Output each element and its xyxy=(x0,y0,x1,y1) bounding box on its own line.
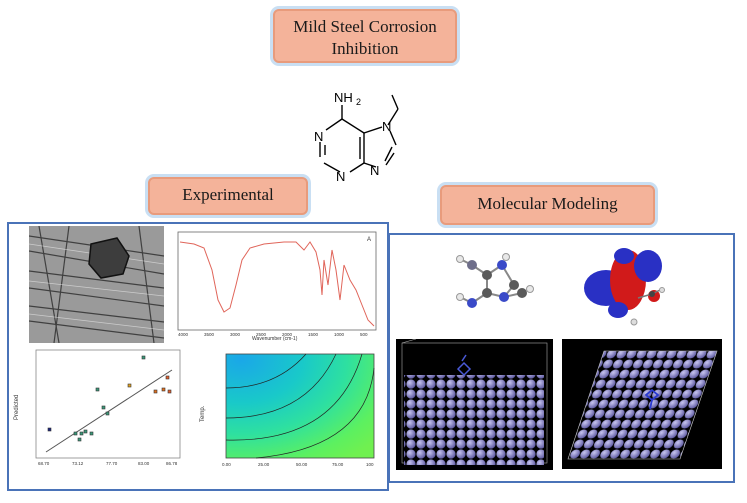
modeling-label-box: Molecular Modeling xyxy=(440,185,655,225)
ftir-tick-1: 3500 xyxy=(204,332,215,337)
parity-tick-4: 86.78 xyxy=(166,461,178,466)
ftir-tick-3: 2500 xyxy=(256,332,267,337)
atom-n1: N xyxy=(314,129,323,144)
modeling-label: Molecular Modeling xyxy=(477,194,618,213)
adsorption-side-view xyxy=(396,339,553,470)
adsorption-top-view xyxy=(562,339,722,469)
contour-tick-3: 75.00 xyxy=(332,462,344,467)
sem-micrograph xyxy=(29,226,164,343)
atom-n3: N xyxy=(336,169,345,184)
parity-tick-3: 83.00 xyxy=(138,461,150,466)
nh2-label: NH xyxy=(334,90,353,105)
orbital-visualization xyxy=(584,248,665,326)
contour-plot: Temp. 0.00 25.00 50.00 75.00 100 xyxy=(200,353,375,467)
experimental-label-box: Experimental xyxy=(148,177,308,215)
ftir-corner-label: A xyxy=(367,237,371,243)
parity-tick-1: 73.12 xyxy=(72,461,84,466)
molecule-structure: NH 2 N N N N xyxy=(314,90,399,184)
title-box: Mild Steel Corrosion Inhibition xyxy=(273,9,457,63)
parity-ylabel: Predicted xyxy=(14,395,20,420)
parity-tick-2: 77.70 xyxy=(106,461,118,466)
contour-tick-4: 100 xyxy=(366,462,374,467)
atom-n9: N xyxy=(370,163,379,178)
experimental-label: Experimental xyxy=(182,185,274,204)
title-text: Mild Steel Corrosion Inhibition xyxy=(293,17,437,58)
ftir-tick-7: 500 xyxy=(360,332,368,337)
parity-tick-0: 68.70 xyxy=(38,461,50,466)
nh2-subscript: 2 xyxy=(356,97,361,107)
predicted-vs-actual-plot: Predicted 68.70 73.12 77.70 83.00 86.78 xyxy=(14,349,181,466)
contour-tick-2: 50.00 xyxy=(296,462,308,467)
contour-tick-0: 0.00 xyxy=(222,462,231,467)
ftir-tick-4: 2000 xyxy=(282,332,293,337)
ftir-tick-0: 4000 xyxy=(178,332,189,337)
ftir-spectrum: A Wavenumber (cm-1) 4000 3500 3000 2500 … xyxy=(177,231,377,342)
ftir-xlabel: Wavenumber (cm-1) xyxy=(252,336,298,342)
ball-stick-molecule xyxy=(456,253,534,308)
ftir-tick-6: 1000 xyxy=(334,332,345,337)
ftir-tick-2: 3000 xyxy=(230,332,241,337)
atom-n7: N xyxy=(382,119,391,134)
ftir-tick-5: 1500 xyxy=(308,332,319,337)
contour-tick-1: 25.00 xyxy=(258,462,270,467)
contour-ylabel: Temp. xyxy=(200,405,206,422)
